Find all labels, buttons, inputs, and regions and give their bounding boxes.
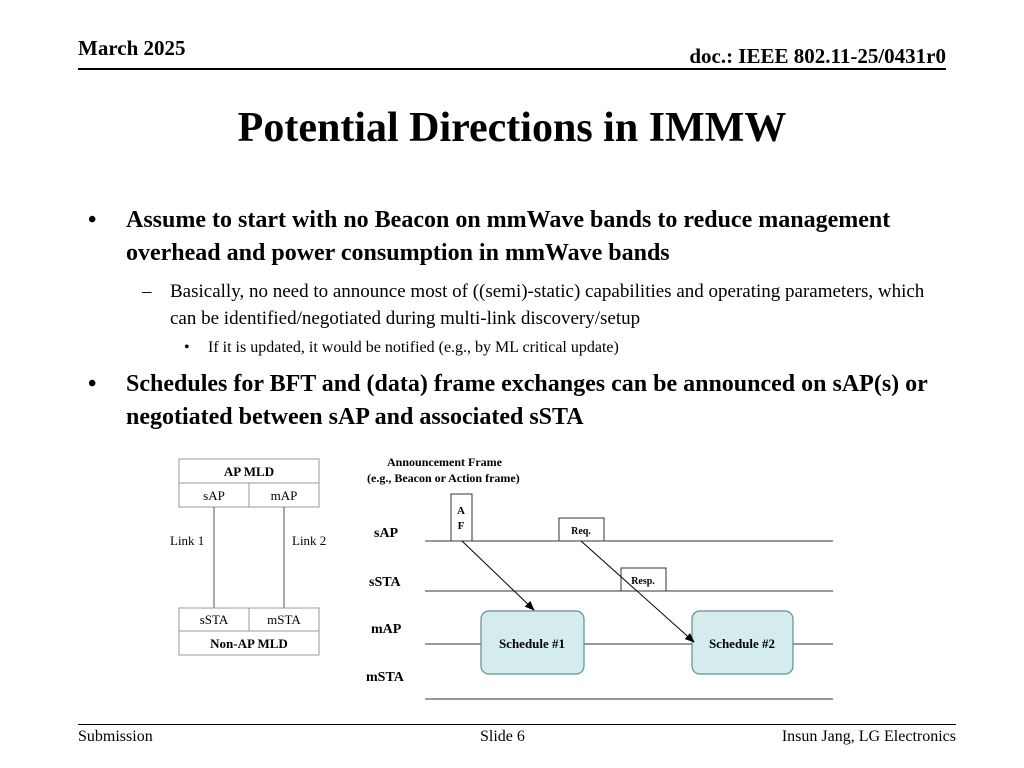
link-2-label: Link 2 — [292, 533, 326, 548]
row-label-map: mAP — [371, 622, 402, 637]
bullet-1-sub-1-sub-1-text: If it is updated, it would be notified (… — [208, 339, 619, 356]
footer-submission: Submission — [78, 728, 153, 745]
schedule-1-box — [480, 610, 585, 675]
af-letter-a: A — [457, 505, 465, 517]
header-date: March 2025 — [78, 36, 186, 60]
bullet-1-sub-1-text: Basically, no need to announce most of (… — [170, 281, 925, 329]
header-doc-id: doc.: IEEE 802.11-25/0431r0 — [689, 44, 946, 68]
bullet-1-sub-1: – Basically, no need to announce most of… — [142, 278, 930, 332]
bullet-1: • Assume to start with no Beacon on mmWa… — [88, 204, 966, 270]
header-rule — [78, 68, 946, 70]
bullet-2: • Schedules for BFT and (data) frame exc… — [88, 368, 966, 434]
resp-frame-box — [620, 567, 667, 592]
footer-author: Insun Jang, LG Electronics — [781, 728, 956, 745]
non-ap-mld-title: Non-AP MLD — [210, 636, 288, 651]
non-ap-mld-ssta: sSTA — [200, 612, 229, 627]
row-label-sap: sAP — [374, 526, 399, 541]
timing-diagram: Announcement Frame (e.g., Beacon or Acti… — [366, 455, 833, 700]
schedule-2-label: Schedule #2 — [709, 636, 775, 651]
req-label: Req. — [571, 526, 591, 537]
schedule-1-label: Schedule #1 — [499, 636, 565, 651]
arrow-req-to-schedule-2 — [580, 540, 695, 643]
bullet-marker: • — [88, 371, 97, 397]
sub-sub-bullet-marker: • — [184, 339, 190, 356]
slide-title: Potential Directions in IMMW — [237, 105, 787, 151]
bullet-1-sub-1-sub-1: • If it is updated, it would be notified… — [184, 337, 908, 359]
footer-rule — [78, 724, 956, 725]
announcement-caption-1: Announcement Frame — [387, 455, 503, 469]
bullet-1-text: Assume to start with no Beacon on mmWave… — [126, 207, 891, 266]
ap-mld-sap: sAP — [203, 488, 225, 503]
sub-bullet-marker: – — [142, 281, 152, 302]
bullet-2-text: Schedules for BFT and (data) frame excha… — [126, 371, 928, 430]
link-1-label: Link 1 — [170, 533, 204, 548]
af-frame-box — [450, 493, 473, 542]
row-label-ssta: sSTA — [369, 575, 402, 590]
ap-mld-title: AP MLD — [224, 464, 274, 479]
resp-label: Resp. — [631, 576, 655, 587]
mld-diagram: AP MLD sAP mAP Link 1 Link 2 sSTA mSTA N… — [170, 458, 326, 656]
non-ap-mld-msta: mSTA — [267, 612, 301, 627]
ap-mld-map: mAP — [271, 488, 298, 503]
arrow-af-to-schedule-1 — [461, 540, 535, 611]
af-letter-f: F — [458, 520, 465, 532]
footer-slide-number: Slide 6 — [480, 728, 525, 745]
row-label-msta: mSTA — [366, 670, 405, 685]
bullet-marker: • — [88, 207, 97, 233]
announcement-caption-2: (e.g., Beacon or Action frame) — [367, 471, 520, 485]
